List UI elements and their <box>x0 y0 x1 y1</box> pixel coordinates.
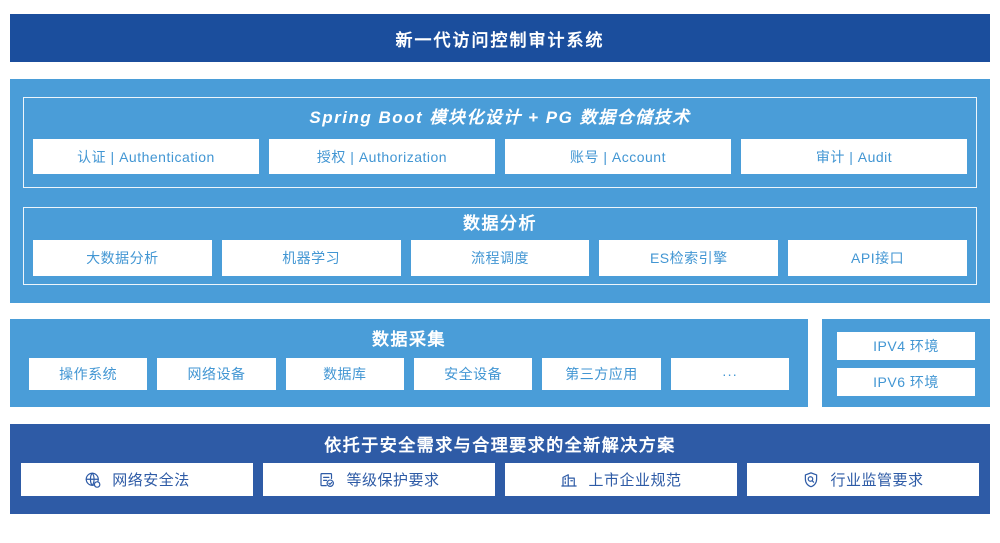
page-title-banner: 新一代访问控制审计系统 <box>10 14 990 62</box>
collection-box-thirdparty: 第三方应用 <box>542 358 661 390</box>
analysis-section: 数据分析 大数据分析 机器学习 流程调度 ES检索引擎 API接口 <box>23 207 977 285</box>
solution-box-label: 等级保护要求 <box>346 472 440 489</box>
solution-row: 网络安全法 等级保护要求 <box>10 463 990 496</box>
diagram-page: 新一代访问控制审计系统 Spring Boot 模块化设计 + PG 数据仓储技… <box>0 14 1000 543</box>
document-check-icon <box>318 471 336 489</box>
collection-box-database: 数据库 <box>285 358 404 390</box>
analysis-box-ml: 机器学习 <box>221 240 401 276</box>
solution-box-label: 网络安全法 <box>112 472 190 489</box>
module-box-authorization: 授权 | Authorization <box>269 139 495 174</box>
solution-box-label: 上市企业规范 <box>588 472 682 489</box>
env-box-ipv4: IPV4 环境 <box>837 332 975 360</box>
analysis-section-title: 数据分析 <box>463 214 537 233</box>
environment-panel: IPV4 环境 IPV6 环境 <box>822 319 990 407</box>
analysis-box-scheduling: 流程调度 <box>410 240 590 276</box>
modules-section-title: Spring Boot 模块化设计 + PG 数据仓储技术 <box>309 108 691 127</box>
collection-box-os: 操作系统 <box>29 358 148 390</box>
module-box-audit: 审计 | Audit <box>741 139 967 174</box>
solution-box-listed-company: 上市企业规范 <box>505 463 737 496</box>
solution-box-classified-protection: 等级保护要求 <box>263 463 495 496</box>
env-box-ipv6: IPV6 环境 <box>837 368 975 396</box>
analysis-box-bigdata: 大数据分析 <box>33 240 212 276</box>
modules-section: Spring Boot 模块化设计 + PG 数据仓储技术 认证 | Authe… <box>23 97 977 188</box>
building-icon <box>560 471 578 489</box>
collection-box-ellipsis: ··· <box>670 358 789 390</box>
solution-box-label: 行业监管要求 <box>830 472 924 489</box>
collection-row: 操作系统 网络设备 数据库 安全设备 第三方应用 ··· <box>10 358 808 390</box>
module-box-authentication: 认证 | Authentication <box>33 139 259 174</box>
globe-network-icon <box>84 471 102 489</box>
solution-box-industry-regulation: 行业监管要求 <box>747 463 979 496</box>
module-box-account: 账号 | Account <box>505 139 731 174</box>
collection-title: 数据采集 <box>372 330 446 349</box>
analysis-box-api: API接口 <box>788 240 967 276</box>
solution-panel: 依托于安全需求与合理要求的全新解决方案 网络安全法 <box>10 424 990 514</box>
collection-box-security-device: 安全设备 <box>413 358 533 390</box>
page-title: 新一代访问控制审计系统 <box>395 30 605 50</box>
platform-panel: Spring Boot 模块化设计 + PG 数据仓储技术 认证 | Authe… <box>10 79 990 303</box>
analysis-row: 大数据分析 机器学习 流程调度 ES检索引擎 API接口 <box>24 240 976 276</box>
collection-box-network-device: 网络设备 <box>157 358 276 390</box>
shield-search-icon <box>802 471 820 489</box>
middle-row: 数据采集 操作系统 网络设备 数据库 安全设备 第三方应用 ··· IPV4 环… <box>10 319 990 407</box>
analysis-box-es: ES检索引擎 <box>599 240 779 276</box>
modules-row: 认证 | Authentication 授权 | Authorization 账… <box>24 139 976 174</box>
collection-panel: 数据采集 操作系统 网络设备 数据库 安全设备 第三方应用 ··· <box>10 319 808 407</box>
solution-box-cybersecurity-law: 网络安全法 <box>21 463 253 496</box>
solution-title: 依托于安全需求与合理要求的全新解决方案 <box>324 436 676 455</box>
